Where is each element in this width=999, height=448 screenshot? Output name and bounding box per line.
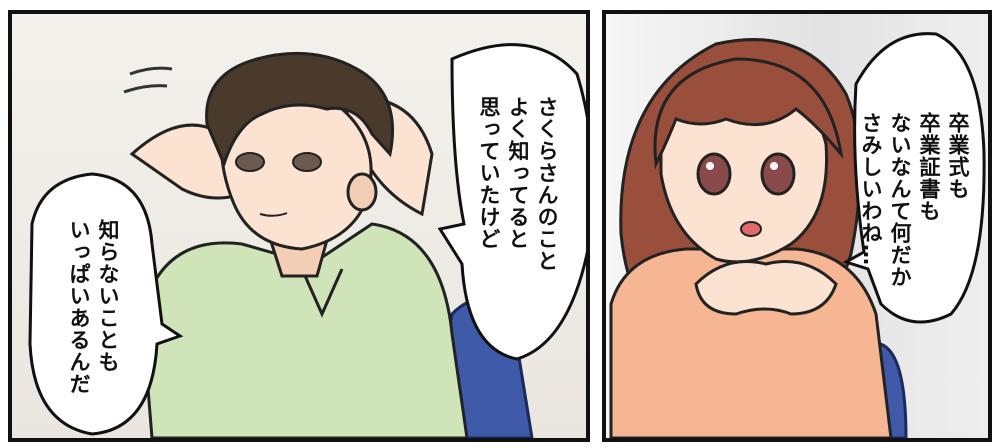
bubble-3-line-4: さみしいわね… — [859, 112, 883, 266]
bubble-1-line-2: よく知ってると — [506, 96, 530, 250]
boy-left-eye — [235, 152, 265, 172]
speech-bubble-3 — [842, 32, 986, 324]
bubble-3-line-2: 卒業証書も — [917, 112, 941, 222]
left-panel-art — [28, 43, 586, 438]
bubble-3-line-3: ないなんて何だか — [888, 112, 912, 288]
shirt-collar — [300, 268, 344, 318]
speech-bubble-2 — [28, 172, 184, 436]
bubble-1-line-3: 思っていたけど — [477, 96, 501, 250]
girl-left-eye — [696, 152, 732, 196]
girl-hands — [694, 260, 838, 316]
boy-shirt — [140, 222, 469, 438]
bubble-1-line-1: さくらさんのこと — [535, 96, 559, 272]
girl-left-eye-highlight — [706, 162, 714, 170]
speech-bubble-2-text: 知らないことも いっぱいあるんだ — [64, 219, 122, 395]
boy-mouth — [259, 212, 288, 217]
girl-right-eye-highlight — [770, 162, 778, 170]
motion-line — [123, 84, 168, 94]
bubble-2-line-2: いっぱいあるんだ — [67, 219, 91, 395]
bubble-3-line-1: 卒業式も — [946, 112, 970, 200]
motion-line — [129, 66, 173, 76]
boy-hair — [205, 51, 394, 169]
boy-right-eye — [292, 152, 322, 172]
speech-bubble-1 — [437, 43, 586, 361]
bubble-2-line-1: 知らないことも — [96, 219, 120, 373]
boy-ear — [346, 172, 378, 212]
right-panel: 卒業式も 卒業証書も ないなんて何だか さみしいわね… — [602, 10, 992, 442]
girl-bangs — [653, 57, 844, 170]
girl-right-eye — [760, 152, 796, 196]
speech-bubble-3-text: 卒業式も 卒業証書も ないなんて何だか さみしいわね… — [856, 112, 972, 288]
speech-bubble-1-text: さくらさんのこと よく知ってると 思っていたけど — [474, 96, 561, 272]
left-panel: さくらさんのこと よく知ってると 思っていたけど 知らないことも いっぱいあるん… — [8, 10, 590, 442]
girl-mouth — [740, 221, 762, 237]
right-panel-art — [609, 32, 986, 438]
